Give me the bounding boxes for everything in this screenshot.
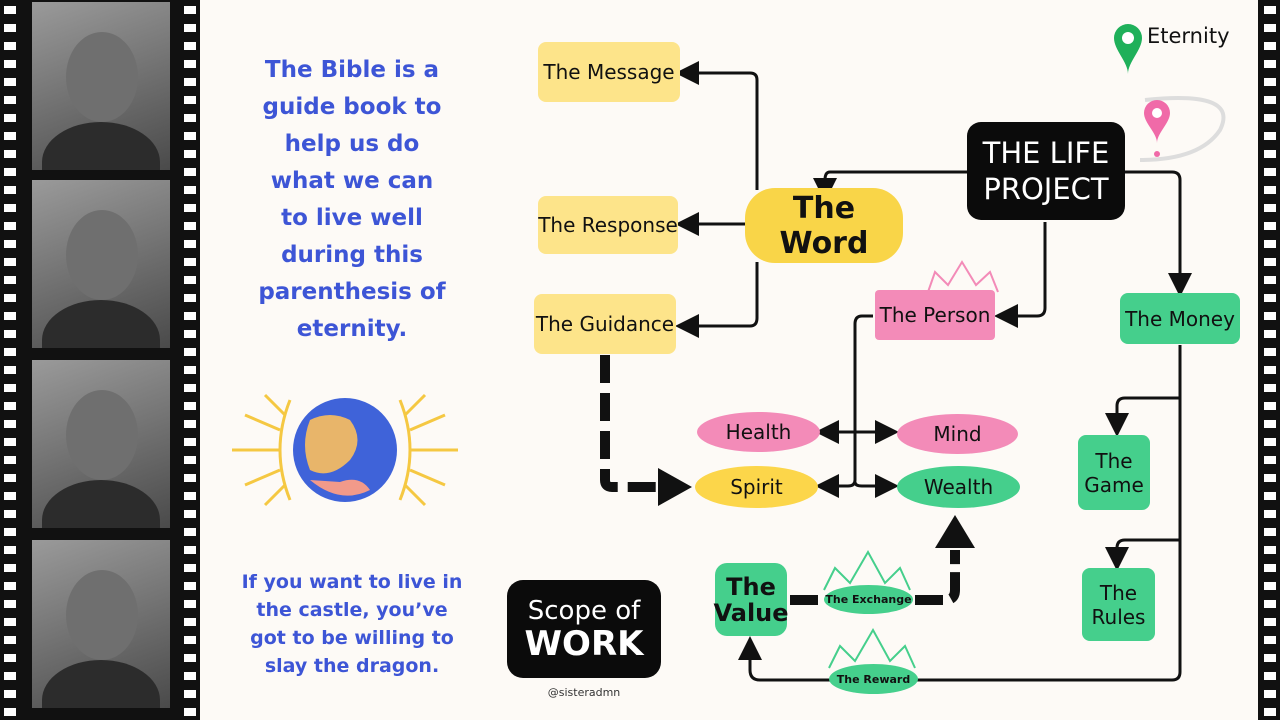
- intro-line: during this: [281, 242, 423, 268]
- intro-line: to live well: [281, 205, 423, 231]
- photo-4: [32, 540, 170, 708]
- globe-icon: [232, 393, 458, 507]
- film-strip-right: [1258, 0, 1280, 720]
- intro-line: help us do: [284, 131, 420, 157]
- value-line: Value: [713, 598, 789, 627]
- quote-line: If you want to live in: [241, 571, 463, 593]
- scope-of-work-logo: Scope of WORK: [507, 580, 661, 678]
- value-line: The: [726, 572, 776, 601]
- intro-line: eternity.: [296, 316, 408, 342]
- photo-1: [32, 2, 170, 170]
- photo-2: [32, 180, 170, 348]
- game-line: The: [1095, 448, 1133, 473]
- node-response: The Response: [538, 196, 678, 254]
- rules-line: The: [1099, 580, 1138, 605]
- intro-line: The Bible is a: [264, 57, 440, 83]
- intro-text: The Bible is a guide book to help us do …: [232, 52, 472, 348]
- location-pin-icon: [1144, 100, 1170, 157]
- node-money: The Money: [1120, 293, 1240, 344]
- node-word: The Word: [745, 188, 903, 263]
- scope-line: Scope of: [527, 596, 641, 626]
- node-reward: The Reward: [829, 664, 918, 694]
- node-exchange: The Exchange: [824, 585, 913, 614]
- node-mind: Mind: [897, 414, 1018, 454]
- eternity-pin-icon: [1114, 24, 1142, 74]
- node-health: Health: [697, 412, 820, 452]
- quote-line: slay the dragon.: [264, 655, 440, 677]
- rules-line: Rules: [1091, 604, 1146, 629]
- intro-line: what we can: [270, 168, 434, 194]
- quote-line: got to be willing to: [250, 627, 454, 649]
- node-message: The Message: [538, 42, 680, 102]
- crown-icon: [927, 260, 999, 293]
- film-strip-left: [0, 0, 200, 720]
- quote-line: the castle, you’ve: [256, 599, 448, 621]
- quote: If you want to live in the castle, you’v…: [232, 568, 472, 680]
- node-guidance: The Guidance: [534, 294, 676, 354]
- node-life-project: THE LIFE PROJECT: [967, 122, 1125, 220]
- life-project-line: THE LIFE: [982, 136, 1110, 170]
- node-wealth: Wealth: [897, 466, 1020, 508]
- intro-line: guide book to: [262, 94, 442, 120]
- node-spirit: Spirit: [695, 466, 818, 508]
- life-project-line: PROJECT: [983, 172, 1109, 206]
- eternity-label: Eternity: [1147, 24, 1230, 48]
- intro-line: parenthesis of: [258, 279, 446, 305]
- node-person: The Person: [875, 290, 995, 340]
- handle: @sisteradmn: [547, 686, 621, 699]
- scope-line: WORK: [524, 624, 644, 664]
- photo-3: [32, 360, 170, 528]
- game-line: Game: [1084, 472, 1144, 497]
